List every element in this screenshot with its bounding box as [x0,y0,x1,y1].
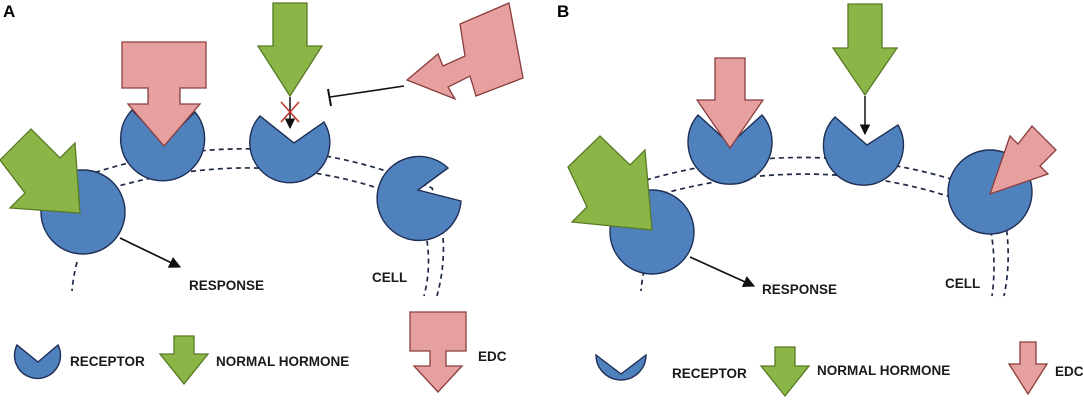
legend-b: RECEPTOR NORMAL HORMONE EDC [595,341,1084,398]
panel-b-receptor-3 [822,116,905,186]
legend-a-edc-icon [409,311,467,393]
legend-a-receptor-icon [13,343,62,380]
legend-a-receptor-label: RECEPTOR [70,354,145,369]
panel-b-cell-label: CELL [945,276,980,291]
panel-b-letter: B [557,2,569,21]
panel-b-hormone-arrow [831,3,899,97]
panel-a-inhibition-bar [327,88,332,107]
panel-b-edc-receptor-arrow [988,125,1057,196]
panel-a: A RESPONSE CELL [0,2,524,297]
legend-b-edc-label: EDC [1055,364,1084,379]
legend-b-receptor-icon [595,353,647,381]
panel-a-block-x-mark [280,101,300,123]
panel-a-response-label: RESPONSE [189,278,264,293]
panel-b-receptor-2 [687,113,773,185]
panel-b-response-label: RESPONSE [762,282,837,297]
panel-b-response-arrow [689,256,756,287]
legend-a-hormone-icon [158,335,210,386]
legend-a-edc-label: EDC [478,349,507,364]
panel-a-cell-label: CELL [372,270,407,285]
panel-a-receptor-4 [376,155,462,242]
legend-b-receptor-label: RECEPTOR [672,366,747,381]
panel-a-inhibition-line [329,85,405,98]
panel-a-receptor-3 [249,115,331,184]
panel-a-edc-bound-arrow [121,41,207,147]
legend-b-edc-icon [1007,341,1049,396]
panel-a-hormone-bound-arrow [0,128,81,214]
panel-a-edc-inhibitor-arrow [405,2,524,101]
panel-b: B RESPONSE CELL [557,2,1057,297]
legend-b-hormone-label: NORMAL HORMONE [817,363,950,378]
panel-a-letter: A [3,2,15,21]
panel-a-response-arrow [119,237,182,268]
legend-a: RECEPTOR NORMAL HORMONE EDC [13,311,507,393]
legend-a-hormone-label: NORMAL HORMONE [216,354,349,369]
legend-b-hormone-icon [759,346,811,398]
panel-a-hormone-blocked-arrow [256,2,324,98]
panel-b-edc-bound-arrow [695,57,765,150]
panel-a-receptor-2 [119,108,206,182]
panel-b-hormone-bound-arrow [567,135,653,231]
